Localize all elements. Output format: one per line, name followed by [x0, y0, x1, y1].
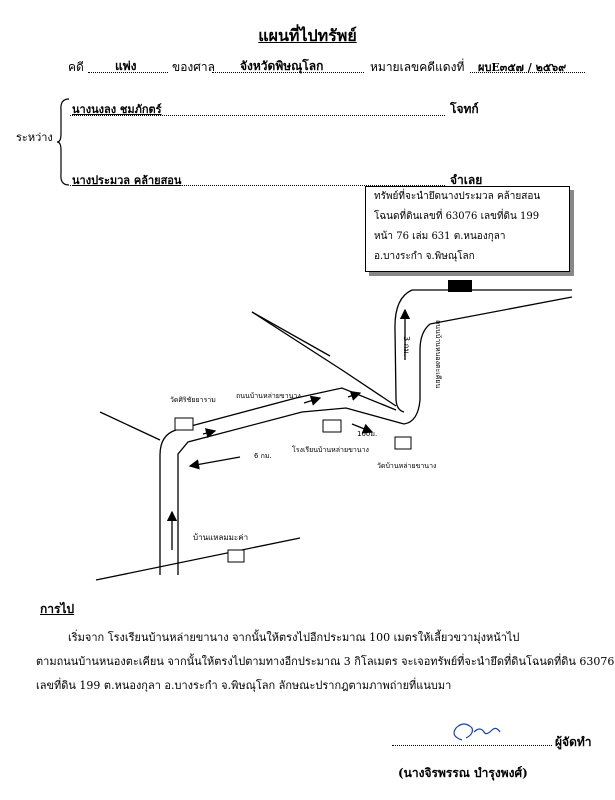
court-label: ของศาล [172, 60, 215, 74]
right-road-label: ถนนบ้านหนองตะเคียน [434, 320, 442, 388]
arrow-to-temple [351, 423, 374, 434]
plaintiff-role: โจทก์ [450, 102, 479, 116]
arrow-junction [347, 390, 362, 401]
temple2-building [394, 436, 412, 450]
plaintiff-name: นางนงลง ชมภักตร์ [72, 103, 162, 116]
signature-line [392, 745, 552, 746]
defendant-role: จำเลย [450, 173, 483, 187]
arrow-return-road [188, 456, 241, 470]
case-type: แพ่ง [115, 59, 137, 73]
property-marker [448, 280, 472, 292]
temple1-label: วัดศิริชัยยาราม [170, 396, 216, 404]
route-map: วัดศิริชัยยาราม ถนนบ้านหล่ายขานาง 6 กม. … [95, 280, 573, 581]
court-name: จังหวัดพิษณุโลก [240, 59, 324, 73]
roads [95, 289, 573, 581]
distance-6km: 6 กม. [254, 452, 272, 460]
directions-line-1: เริ่มจาก โรงเรียนบ้านหล่ายขานาง จากนั้นใ… [68, 631, 520, 644]
directions-line-2: ตามถนนบ้านหนองตะเคียน จากนั้นให้ตรงไปตาม… [36, 655, 615, 668]
route-arrows [166, 308, 411, 550]
red-number-line [470, 72, 585, 73]
court-line [212, 72, 364, 73]
red-number: ผบE๓๕๗ / ๒๕๖๙ [478, 61, 567, 74]
school-label: โรงเรียนบ้านหล่ายขานาง [292, 445, 369, 454]
school-building [322, 419, 342, 433]
between-label: ระหว่าง [16, 131, 53, 144]
distance-100m: 100ม. [357, 430, 377, 438]
brace-icon [56, 98, 70, 186]
directions-heading: การไป [40, 602, 75, 616]
defendant-line [70, 185, 445, 186]
village-label: บ้านแหลมมะค่า [193, 533, 248, 542]
defendant-name: นางประมวล คล้ายสอน [72, 174, 182, 187]
road-name-label: ถนนบ้านหล่ายขานาง [236, 392, 301, 400]
signature-mark [453, 723, 501, 741]
property-line-3: หน้า 76 เล่ม 631 ต.หนองกุลา [374, 231, 506, 242]
arrow-mid-road [303, 395, 322, 406]
signer-name: (นางจิรพรรณ บำรุงพงศ์) [398, 766, 528, 780]
red-number-label: หมายเลขคดีแดงที่ [370, 60, 465, 74]
plaintiff-line [70, 115, 445, 116]
property-line-1: ทรัพย์ที่จะนำยึดนางประมวล คล้ายสอน [374, 191, 541, 202]
village-building [227, 549, 245, 563]
property-line-4: อ.บางระกำ จ.พิษณุโลก [374, 251, 475, 262]
case-label: คดี [68, 60, 84, 74]
directions-line-3: เลขที่ดิน 199 ต.หนองกุลา อ.บางระกำ จ.พิษ… [36, 679, 452, 692]
page-title: แผนที่ไปทรัพย์ [258, 26, 357, 45]
distance-3km: 3 กม. [402, 336, 411, 356]
case-type-line [88, 72, 168, 73]
signature-role: ผู้จัดทำ [555, 735, 592, 749]
arrow-left-road [202, 428, 217, 439]
temple2-label: วัดบ้านหล่ายขานาง [377, 462, 436, 470]
temple1-building [174, 417, 194, 431]
property-line-2: โฉนดที่ดินเลขที่ 63076 เลขที่ดิน 199 [374, 211, 540, 222]
property-info-box: ทรัพย์ที่จะนำยึดนางประมวล คล้ายสอน โฉนดท… [365, 186, 570, 272]
